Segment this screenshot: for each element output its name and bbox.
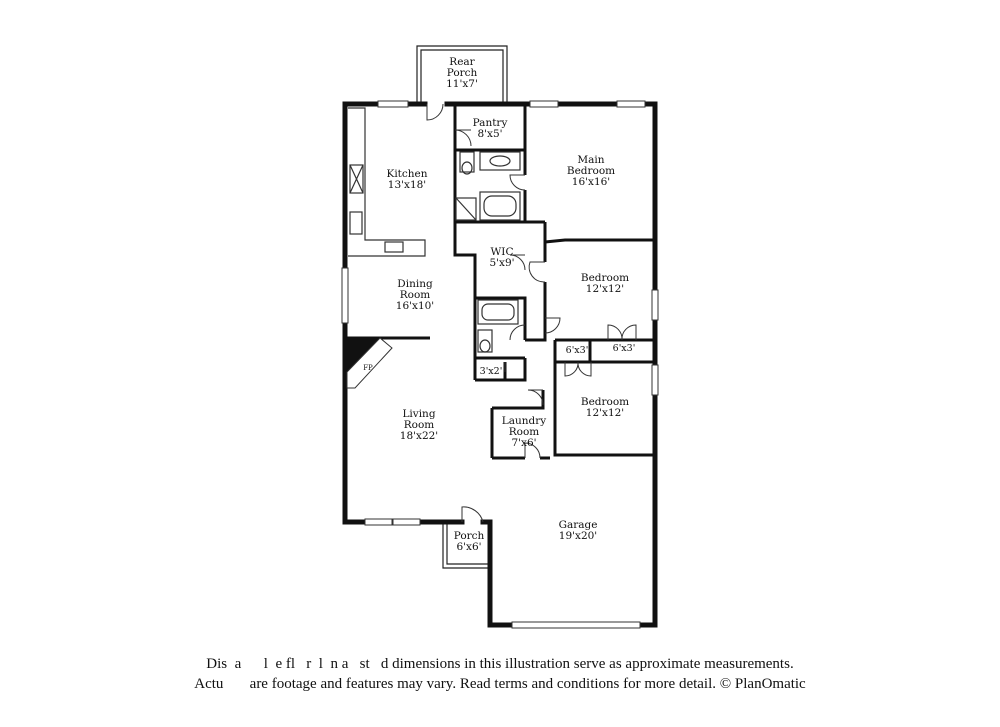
living-room-name-2: Room: [404, 419, 435, 431]
garage-name: Garage: [559, 519, 598, 531]
disclaimer-line-1: Dis a l e fl r l n a st d dimensions in …: [206, 656, 794, 672]
laundry-room-size: 7'x6': [511, 437, 536, 449]
dining-room-name-2: Room: [400, 289, 431, 301]
bedroom-2-name: Bedroom: [581, 272, 629, 284]
kitchen-counter: [348, 107, 426, 257]
kitchen-name: Kitchen: [386, 168, 427, 180]
wic-size: 5'x9': [489, 257, 514, 269]
doors: [426, 103, 637, 523]
main-bedroom-name-1: Main: [577, 154, 604, 166]
main-bedroom-name-2: Bedroom: [567, 165, 615, 177]
living-room-size: 18'x22': [400, 430, 438, 442]
living-room-name-1: Living: [402, 408, 435, 420]
closet-b-size: 6'x3': [613, 343, 636, 354]
porch-size: 6'x6': [456, 541, 481, 553]
porch-name: Porch: [454, 530, 485, 542]
bath-fixtures: [455, 151, 521, 353]
wic-name: WIC: [491, 246, 514, 258]
rear-porch-name-1: Rear: [449, 56, 475, 68]
main-bedroom-size: 16'x16': [572, 176, 610, 188]
laundry-room-name-2: Room: [509, 426, 540, 438]
front-porch-outline: [442, 522, 490, 569]
pantry-name: Pantry: [473, 117, 508, 129]
rear-porch-size: 11'x7': [446, 78, 478, 90]
interior-walls: [345, 104, 655, 460]
pantry-size: 8'x5': [477, 128, 502, 140]
dining-room-name-1: Dining: [397, 278, 433, 290]
closet-a-size: 6'x3': [566, 345, 589, 356]
laundry-room-name-1: Laundry: [502, 415, 546, 427]
linen-size: 3'x2': [480, 366, 503, 377]
rear-porch-outline: [416, 45, 508, 104]
bedroom-3-size: 12'x12': [586, 407, 624, 419]
dining-room-size: 16'x10': [396, 300, 434, 312]
kitchen-size: 13'x18': [388, 179, 426, 191]
bedroom-2-size: 12'x12': [586, 283, 624, 295]
fireplace-label: FP: [363, 364, 373, 372]
rear-porch-name-2: Porch: [447, 67, 478, 79]
disclaimer-line-2: Actu are footage and features may vary. …: [194, 676, 806, 692]
garage-size: 19'x20': [559, 530, 597, 542]
windows: [341, 100, 659, 629]
bedroom-3-name: Bedroom: [581, 396, 629, 408]
fireplace: [346, 337, 393, 389]
